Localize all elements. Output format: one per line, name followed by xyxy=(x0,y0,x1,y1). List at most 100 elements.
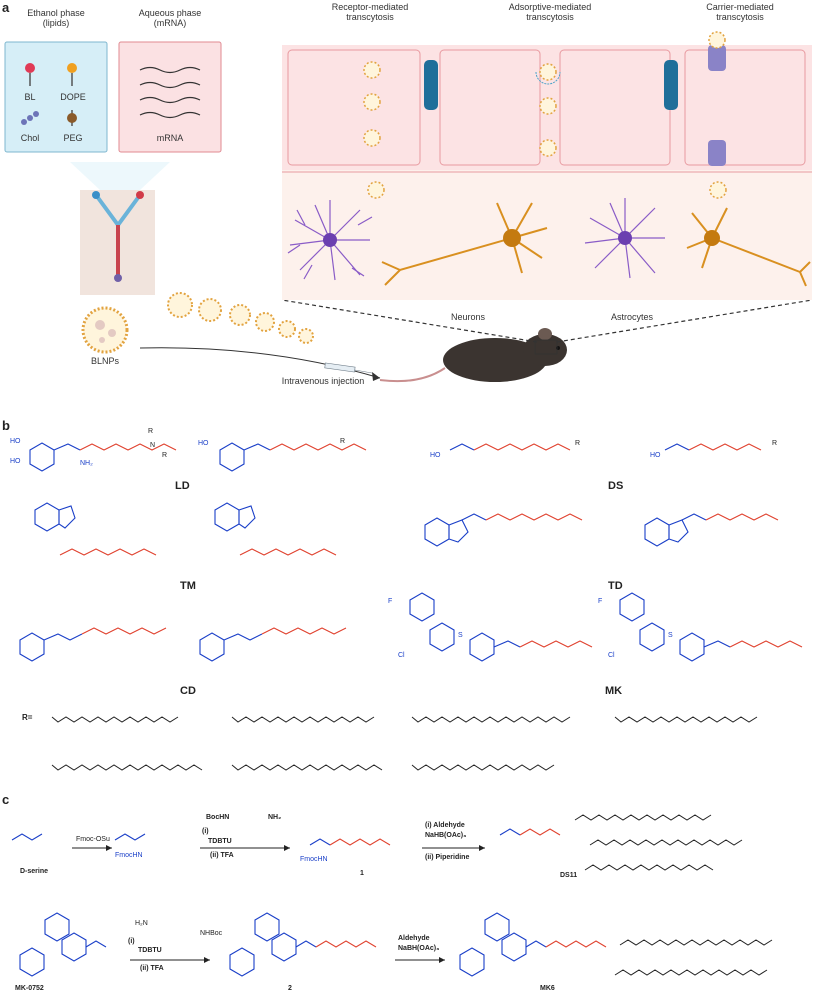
neurons-label: Neurons xyxy=(450,312,486,322)
family-mk: MK xyxy=(605,685,623,697)
bl-label: BL xyxy=(24,92,36,102)
atom-cl-1: Cl xyxy=(398,652,405,659)
aqueous-phase-title: Aqueous phase (mRNA) xyxy=(138,8,202,28)
tight-junction-2 xyxy=(664,60,678,110)
aqueous-phase-box xyxy=(118,41,222,153)
atom-nh2-1: NH₂ xyxy=(80,460,93,467)
family-cd: CD xyxy=(180,685,196,697)
ld-structure-2 xyxy=(219,442,271,472)
atom-ho-5: HO xyxy=(650,452,661,459)
blnps-label: BLNPs xyxy=(90,356,119,366)
atom-r-2: R xyxy=(162,452,168,459)
atom-ho-2: HO xyxy=(10,458,21,465)
tfa-reagent-2: (ii) TFA xyxy=(140,965,164,972)
chol-lipid-icon xyxy=(21,111,39,125)
receptor-vesicles xyxy=(363,61,385,199)
carrier-transporter xyxy=(708,31,727,199)
atom-r-4: R xyxy=(575,440,581,447)
mk-structure-2 xyxy=(619,592,731,662)
td-structure-2 xyxy=(644,513,707,547)
family-ld: LD xyxy=(175,480,190,492)
family-tm: TM xyxy=(180,580,196,592)
atom-s-1: S xyxy=(458,632,463,639)
ld-structure-1 xyxy=(29,442,81,472)
syringe-icon xyxy=(324,362,373,374)
mk6-chains xyxy=(614,939,773,976)
cd-structure-1 xyxy=(19,632,83,662)
r-group-label: R= xyxy=(22,713,33,722)
mrna-strands-icon xyxy=(139,66,201,119)
aldehyde-reagent-2: Aldehyde xyxy=(398,935,430,942)
peg-lipid-icon xyxy=(67,110,77,126)
r-chains xyxy=(51,716,758,771)
neuron-left xyxy=(381,202,548,286)
cd-structure-2 xyxy=(199,632,263,662)
tight-junction-1 xyxy=(424,60,438,110)
mk0752-label: MK-0752 xyxy=(15,985,44,992)
ethanol-phase-title: Ethanol phase (lipids) xyxy=(27,8,85,28)
neuron-right xyxy=(686,207,811,287)
atom-r-3: R xyxy=(340,438,346,445)
astrocytes-label: Astrocytes xyxy=(610,312,653,322)
family-ds: DS xyxy=(608,480,624,492)
route2-step-i: (i) xyxy=(128,938,135,945)
atom-cl-2: Cl xyxy=(608,652,615,659)
nabh-reagent: NaBH(OAc)₃ xyxy=(398,945,440,952)
blnp-particle-icon xyxy=(81,306,129,354)
fmochn-label-2: FmocHN xyxy=(300,856,328,863)
atom-n-1: N xyxy=(150,442,156,449)
ds-structure-1 xyxy=(449,443,475,451)
nh2-reagent: NH₂ xyxy=(268,814,282,821)
carrier-mediated-title: Carrier-mediated transcytosis xyxy=(706,2,774,22)
blnp-stream xyxy=(167,292,314,344)
family-td: TD xyxy=(608,580,623,592)
dope-lipid-icon xyxy=(67,63,77,86)
piperidine-reagent: (ii) Piperidine xyxy=(425,854,470,861)
nhboc-reagent: NHBoc xyxy=(200,930,223,937)
atom-r-1: R xyxy=(148,428,154,435)
atom-ho-1: HO xyxy=(10,438,21,445)
astrocyte-right xyxy=(584,198,665,279)
atom-r-5: R xyxy=(772,440,778,447)
h2n-reagent: H₂N xyxy=(135,920,148,927)
route1-structures xyxy=(11,828,521,846)
dope-label: DOPE xyxy=(60,92,86,102)
fmochn-label-1: FmocHN xyxy=(115,852,143,859)
atom-ho-3: HO xyxy=(198,440,209,447)
astrocyte-left xyxy=(287,200,373,281)
td-structure-1 xyxy=(424,513,487,547)
ds-structure-2 xyxy=(664,443,690,451)
receptor-mediated-title: Receptor-mediated transcytosis xyxy=(331,2,409,22)
peg-label: PEG xyxy=(63,133,83,143)
bochn-reagent: BocHN xyxy=(206,814,230,821)
fmoc-osu-reagent: Fmoc-OSu xyxy=(76,836,110,843)
route1-step-i: (i) xyxy=(202,828,209,835)
aldehyde-reagent-1: (i) Aldehyde xyxy=(425,822,465,829)
intermediate-2-label: 2 xyxy=(288,985,292,992)
mk-structure-1 xyxy=(409,592,521,662)
mrna-label: mRNA xyxy=(156,133,184,143)
atom-f-2: F xyxy=(598,598,603,605)
tdbtu-reagent-1: TDBTU xyxy=(208,838,232,845)
panel-a-letter: a xyxy=(2,0,10,15)
atom-s-2: S xyxy=(668,632,673,639)
atom-f-1: F xyxy=(388,598,393,605)
tm-structure-2 xyxy=(214,502,256,532)
injection-label: Intravenous injection xyxy=(281,376,365,386)
injection-arrow xyxy=(139,347,381,379)
chol-label: Chol xyxy=(20,133,40,143)
atom-ho-4: HO xyxy=(430,452,441,459)
mouse-icon xyxy=(379,328,567,383)
panel-c-letter: c xyxy=(2,792,10,807)
mk6-label: MK6 xyxy=(540,985,555,992)
tdbtu-reagent-2: TDBTU xyxy=(138,947,162,954)
tm-structure-1 xyxy=(34,502,76,532)
adsorptive-vesicles xyxy=(539,63,557,157)
d-serine-label: D-serine xyxy=(20,868,49,875)
ds11-chains xyxy=(574,814,743,871)
brain-parenchyma xyxy=(282,170,812,300)
route2-structures xyxy=(19,912,547,977)
adsorptive-mediated-title: Adsorptive-mediated transcytosis xyxy=(508,2,592,22)
ds11-label: DS11 xyxy=(560,872,578,879)
